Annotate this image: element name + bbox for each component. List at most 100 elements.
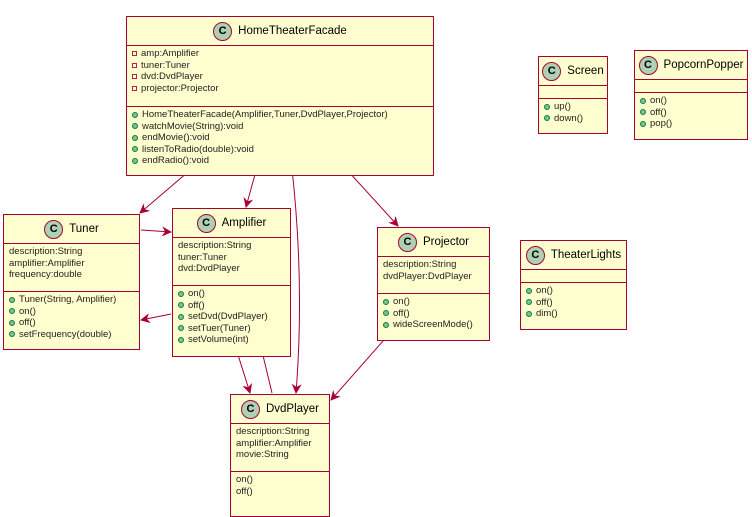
edge-tuner-to-amplifier [140, 226, 172, 237]
public-visibility-icon [9, 319, 15, 326]
class-stereotype-icon: C [525, 245, 545, 265]
attribute-row: movie:String [236, 449, 324, 461]
attributes-section [635, 80, 747, 93]
class-stereotype-icon: C [196, 213, 216, 233]
attribute-row: description:String [236, 426, 324, 438]
class-name: HomeTheaterFacade [238, 25, 347, 37]
attribute-row: amp:Amplifier [132, 48, 428, 60]
method-text: on() [393, 296, 410, 307]
public-visibility-icon [383, 298, 389, 305]
attribute-text: amplifier:Amplifier [236, 437, 312, 449]
public-visibility-icon [526, 299, 532, 306]
public-visibility-icon [383, 321, 389, 328]
class-name: PopcornPopper [663, 59, 744, 71]
method-row: off() [9, 317, 134, 329]
method-row: up() [544, 101, 602, 113]
public-visibility-icon [132, 157, 138, 164]
attribute-row: description:String [178, 240, 285, 252]
method-text: Tuner(String, Amplifier) [19, 294, 117, 305]
public-visibility-icon [132, 123, 138, 130]
edge-amplifier-to-tuner [140, 313, 172, 324]
public-visibility-icon [178, 336, 184, 343]
class-header: C Amplifier [173, 209, 290, 238]
method-text: endRadio():void [142, 155, 210, 166]
method-row: HomeTheaterFacade(Amplifier,Tuner,DvdPla… [132, 109, 428, 121]
method-text: watchMovie(String):void [142, 120, 244, 132]
attribute-text: description:String [383, 259, 457, 270]
public-visibility-icon [132, 134, 138, 141]
methods-section: up()down() [539, 99, 607, 133]
attribute-row: dvdPlayer:DvdPlayer [383, 271, 484, 283]
attribute-text: description:String [9, 246, 83, 257]
attribute-row: tuner:Tuner [132, 60, 428, 72]
attribute-text: dvd:DvdPlayer [178, 263, 240, 274]
attribute-text: movie:String [236, 449, 289, 460]
method-row: off() [640, 107, 742, 119]
method-row: off() [236, 486, 324, 498]
method-row: off() [383, 308, 484, 320]
method-row: listenToRadio(double):void [132, 144, 428, 156]
attribute-row: amplifier:Amplifier [9, 258, 134, 270]
method-row: Tuner(String, Amplifier) [9, 294, 134, 306]
public-visibility-icon [178, 302, 184, 309]
method-text: setFrequency(double) [19, 328, 112, 340]
public-visibility-icon [9, 308, 15, 315]
method-text: on() [650, 95, 667, 106]
method-text: endMovie():void [142, 132, 210, 143]
public-visibility-icon [178, 325, 184, 332]
method-row: setTuer(Tuner) [178, 323, 285, 335]
private-visibility-icon [132, 74, 137, 80]
method-text: on() [19, 305, 36, 317]
attribute-row: dvd:DvdPlayer [178, 263, 285, 275]
method-text: down() [554, 112, 584, 124]
attribute-text: amplifier:Amplifier [9, 257, 85, 269]
private-visibility-icon [132, 51, 137, 57]
method-row: on() [178, 288, 285, 300]
method-text: on() [188, 288, 205, 299]
method-row: endRadio():void [132, 155, 428, 167]
attribute-text: amp:Amplifier [141, 48, 200, 59]
method-row: dim() [526, 308, 621, 320]
method-row: on() [236, 474, 324, 486]
public-visibility-icon [9, 296, 15, 303]
methods-section: HomeTheaterFacade(Amplifier,Tuner,DvdPla… [127, 107, 433, 175]
attribute-row: amplifier:Amplifier [236, 438, 324, 450]
method-text: off() [393, 307, 410, 319]
private-visibility-icon [132, 85, 137, 91]
method-row: down() [544, 113, 602, 125]
public-visibility-icon [132, 111, 138, 118]
methods-section: on()off()dim() [521, 283, 626, 329]
public-visibility-icon [178, 313, 184, 320]
attribute-text: tuner:Tuner [178, 251, 227, 263]
class-stereotype-icon: C [638, 55, 658, 75]
method-row: endMovie():void [132, 132, 428, 144]
attribute-row: description:String [383, 259, 484, 271]
class-name: Amplifier [221, 217, 267, 229]
method-text: off() [236, 485, 253, 497]
method-row: on() [383, 296, 484, 308]
public-visibility-icon [9, 331, 15, 338]
method-row: on() [9, 306, 134, 318]
method-text: off() [19, 317, 36, 328]
attribute-row: dvd:DvdPlayer [132, 71, 428, 83]
public-visibility-icon [544, 103, 550, 110]
attribute-text: projector:Projector [141, 82, 219, 94]
method-text: on() [236, 474, 253, 485]
private-visibility-icon [132, 62, 137, 68]
attribute-row: tuner:Tuner [178, 252, 285, 264]
method-row: off() [526, 297, 621, 309]
